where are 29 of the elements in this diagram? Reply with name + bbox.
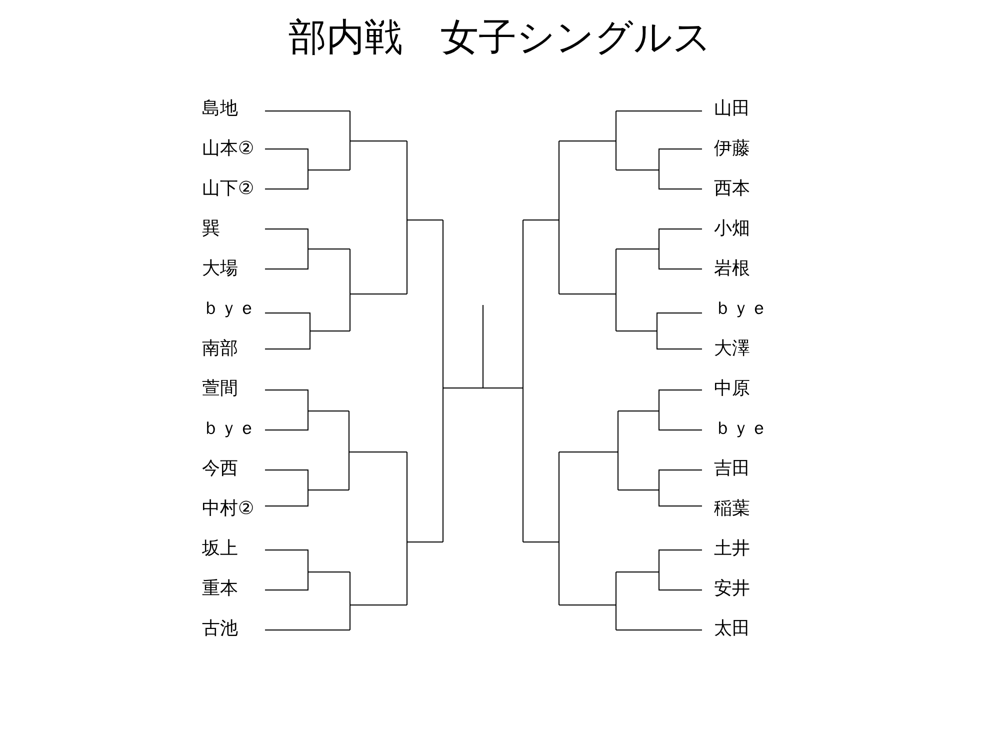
player-name: 安井: [714, 578, 750, 600]
player-name: ｂｙｅ: [714, 298, 768, 320]
player-name: 山下②: [202, 178, 254, 200]
player-name: 大澤: [714, 338, 750, 360]
player-name: 太田: [714, 618, 750, 640]
player-name: 岩根: [714, 258, 750, 280]
player-name: 小畑: [714, 218, 750, 240]
player-name: 古池: [202, 618, 238, 640]
player-name: 大場: [202, 258, 238, 280]
player-name: 中原: [714, 378, 750, 400]
title: 部内戦 女子シングルス: [288, 14, 712, 60]
player-name: 稲葉: [714, 498, 750, 520]
player-name: ｂｙｅ: [714, 418, 768, 440]
player-name: 山本②: [202, 138, 254, 160]
player-name: ｂｙｅ: [202, 418, 256, 440]
player-name: 萱間: [202, 378, 238, 400]
player-name: 伊藤: [714, 138, 750, 160]
player-name: 島地: [202, 98, 238, 120]
player-name: 南部: [202, 338, 238, 360]
player-name: 重本: [202, 578, 238, 600]
player-name: 西本: [714, 178, 750, 200]
player-name: 巽: [202, 218, 220, 240]
player-name: 坂上: [202, 538, 238, 560]
player-name: ｂｙｅ: [202, 298, 256, 320]
player-name: 今西: [202, 458, 238, 480]
player-name: 中村②: [202, 498, 254, 520]
player-name: 山田: [714, 98, 750, 120]
player-name: 吉田: [714, 458, 750, 480]
player-name: 土井: [714, 538, 750, 560]
